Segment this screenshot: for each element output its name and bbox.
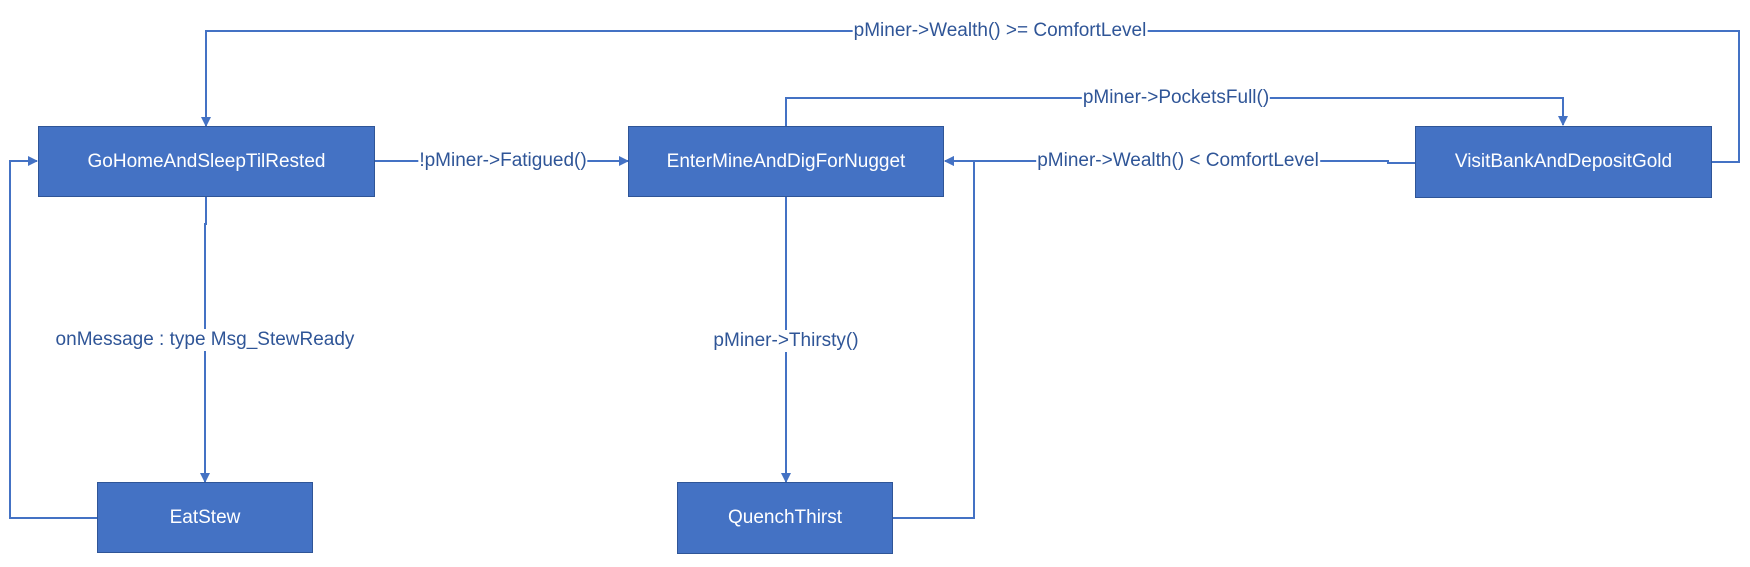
state-label: EatStew [169,506,241,528]
label-wealth-ge-comfort: pMiner->Wealth() >= ComfortLevel [852,20,1148,42]
state-quench-thirst: QuenchThirst [677,482,893,554]
edge-wealth-ge-comfort [201,30,1740,163]
edge-eat-to-home [9,156,97,519]
edge-stew-ready [200,197,210,483]
label-not-fatigued: !pMiner->Fatigued() [418,150,588,172]
edge-quench-to-mine [893,156,975,519]
state-visit-bank-and-deposit: VisitBankAndDepositGold [1415,126,1712,198]
label-stew-ready: onMessage : type Msg_StewReady [54,329,356,351]
state-label: GoHomeAndSleepTilRested [87,150,326,172]
label-thirsty: pMiner->Thirsty() [712,330,860,352]
label-pockets-full: pMiner->PocketsFull() [1081,87,1271,109]
state-eat-stew: EatStew [97,482,313,553]
label-wealth-lt-comfort: pMiner->Wealth() < ComfortLevel [1036,150,1320,172]
state-enter-mine-and-dig: EnterMineAndDigForNugget [628,126,944,197]
state-label: QuenchThirst [727,507,843,528]
state-go-home-and-sleep: GoHomeAndSleepTilRested [38,126,375,197]
state-label: VisitBankAndDepositGold [1454,151,1673,172]
state-label: EnterMineAndDigForNugget [666,150,906,172]
